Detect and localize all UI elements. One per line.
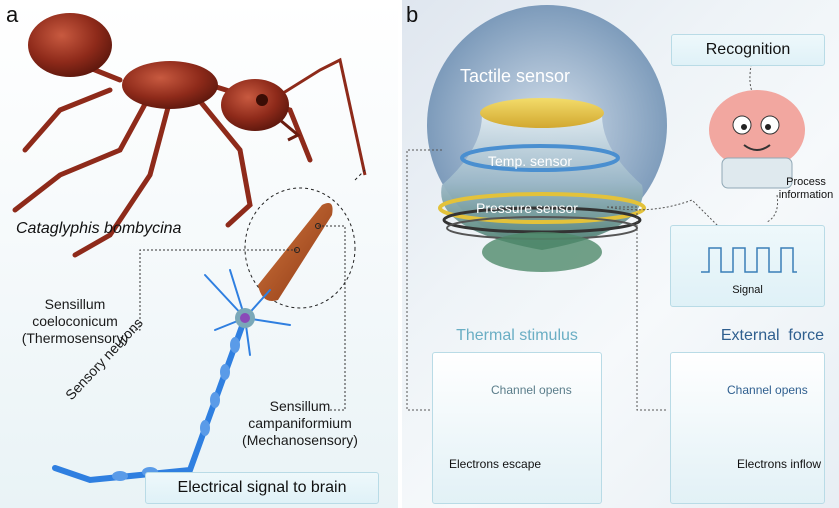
process-line1: Process	[786, 176, 826, 188]
ant-thorax	[122, 61, 218, 109]
coeloconicum-line2: coeloconicum	[32, 313, 118, 329]
panel-a-illustration	[12, 13, 367, 484]
temp-sensor-ring	[460, 144, 620, 172]
panel-a-letter: a	[6, 2, 19, 27]
thermal-stimulus-title: Thermal stimulus	[456, 327, 578, 344]
sensillum-coeloconicum-label: Sensillum coeloconicum (Thermosensory)	[10, 296, 140, 347]
panel-b-letter: b	[406, 2, 419, 27]
thermal-channel-label: Channel opens	[491, 383, 572, 397]
brain-character	[709, 90, 805, 189]
thermal-stimulus-box: Thermal stimulus Channel opens Electrons…	[432, 327, 602, 504]
square-wave-icon	[701, 247, 797, 273]
electrons-escape-label: Electrons escape	[449, 457, 542, 471]
pressure-sensor-ring	[438, 192, 646, 224]
magnify-ellipse	[244, 187, 356, 309]
external-force-box: External force Channel opens Electrons i…	[670, 327, 825, 504]
ant-abdomen	[28, 13, 112, 77]
species-name: Cataglyphis bombycina	[16, 220, 182, 237]
electrical-signal-label: Electrical signal to brain	[177, 479, 347, 496]
electrical-signal-box: Electrical signal to brain	[145, 472, 379, 504]
temp-sensor-label: Temp. sensor	[488, 153, 573, 169]
process-line2: information	[778, 189, 834, 201]
ant-head	[221, 79, 289, 131]
pressure-sensor-label: Pressure sensor	[476, 200, 578, 216]
sensor-top-gold	[480, 98, 604, 128]
campaniformium-line2: campaniformium	[248, 415, 352, 431]
ant-eye	[256, 94, 268, 106]
electrons-inflow-label: Electrons inflow	[737, 457, 822, 471]
signal-label: Signal	[732, 284, 763, 296]
ant-antenna	[279, 57, 367, 176]
coeloconicum-line1: Sensillum	[44, 296, 106, 312]
process-information-label: Process information	[766, 176, 839, 202]
recognition-label: Recognition	[705, 41, 791, 58]
external-force-title: External force	[720, 327, 824, 344]
recognition-box: Recognition	[671, 34, 825, 66]
force-channel-label: Channel opens	[727, 383, 808, 397]
ant-mandible	[279, 118, 301, 142]
myelin-segments	[112, 337, 240, 481]
panel-b-illustration	[406, 5, 822, 438]
campaniformium-line1: Sensillum	[269, 398, 331, 414]
tactile-sensor-label: Tactile sensor	[460, 66, 571, 86]
sensillum-campaniformium-label: Sensillum campaniformium (Mechanosensory…	[220, 398, 380, 449]
campaniformium-line3: (Mechanosensory)	[242, 432, 358, 448]
coeloconicum-line3: (Thermosensory)	[21, 330, 129, 346]
signal-box: Signal	[670, 225, 825, 307]
